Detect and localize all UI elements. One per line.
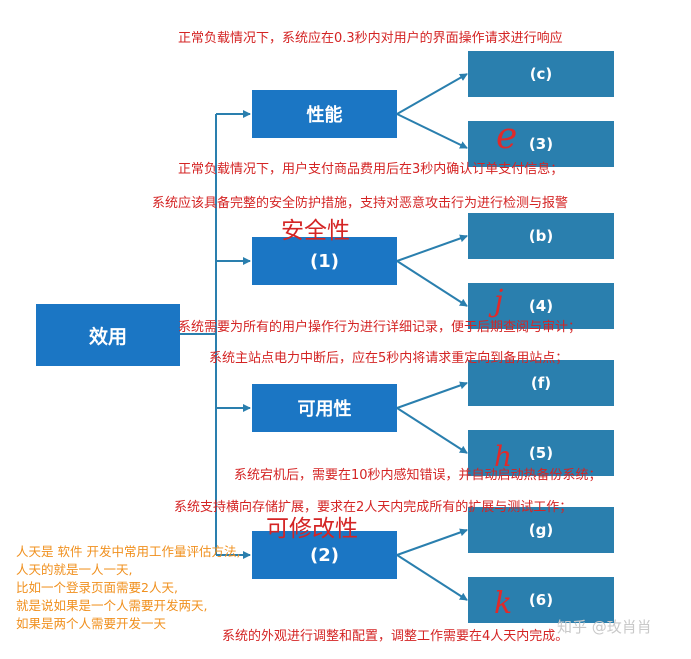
branch-node-performance: 性能 bbox=[252, 90, 397, 138]
leaf-node-6: (6) bbox=[468, 577, 614, 623]
leaf-node-b: (b) bbox=[468, 213, 614, 259]
annotation-b: 系统应该具备完整的安全防护措施，支持对恶意攻击行为进行检测与报警 bbox=[152, 196, 569, 211]
annotation-6: 系统的外观进行调整和配置，调整工作需要在4人天内完成。 bbox=[222, 629, 569, 644]
handwritten-j: j bbox=[494, 284, 504, 319]
leaf-node-4: (4) bbox=[468, 283, 614, 329]
annotation-c: 正常负载情况下，系统应在0.3秒内对用户的界面操作请求进行响应 bbox=[178, 31, 563, 46]
note-line: 人天的就是一人一天, bbox=[16, 562, 133, 577]
note-line: 比如一个登录页面需要2人天, bbox=[16, 580, 178, 595]
handwritten-k: k bbox=[494, 586, 513, 621]
leaf-node-f: (f) bbox=[468, 360, 614, 406]
branch-node-2: (2) bbox=[252, 531, 397, 579]
note-line: 人天是 软件 开发中常用工作量评估方法, bbox=[16, 544, 241, 559]
label-security: 安全性 bbox=[281, 218, 350, 244]
leaf-node-3: (3) bbox=[468, 121, 614, 167]
annotation-f: 系统主站点电力中断后，应在5秒内将请求重定向到备用站点； bbox=[209, 351, 569, 366]
root-node: 效用 bbox=[36, 304, 180, 366]
handwritten-e: e bbox=[496, 116, 518, 157]
annotation-3: 正常负载情况下，用户支付商品费用后在3秒内确认订单支付信息； bbox=[178, 162, 564, 177]
branch-node-availability: 可用性 bbox=[252, 384, 397, 432]
label-modifiability: 可修改性 bbox=[266, 516, 358, 542]
person-day-note: 人天是 软件 开发中常用工作量评估方法, 人天的就是一人一天, 比如一个登录页面… bbox=[16, 543, 240, 633]
handwritten-h: h bbox=[494, 440, 513, 473]
annotation-g: 系统支持横向存储扩展，要求在2人天内完成所有的扩展与测试工作； bbox=[174, 500, 573, 515]
annotation-4: 系统需要为所有的用户操作行为进行详细记录，便于后期查阅与审计； bbox=[178, 320, 582, 335]
watermark: 知乎 @玫肖肖 bbox=[557, 618, 652, 636]
leaf-node-c: (c) bbox=[468, 51, 614, 97]
leaf-node-g: (g) bbox=[468, 507, 614, 553]
note-line: 如果是两个人需要开发一天 bbox=[16, 616, 167, 631]
annotation-5: 系统宕机后，需要在10秒内感知错误，并自动启动热备份系统； bbox=[234, 468, 602, 483]
branch-node-1: (1) bbox=[252, 237, 397, 285]
note-line: 就是说如果是一个人需要开发两天, bbox=[16, 598, 208, 613]
leaf-node-5: (5) bbox=[468, 430, 614, 476]
